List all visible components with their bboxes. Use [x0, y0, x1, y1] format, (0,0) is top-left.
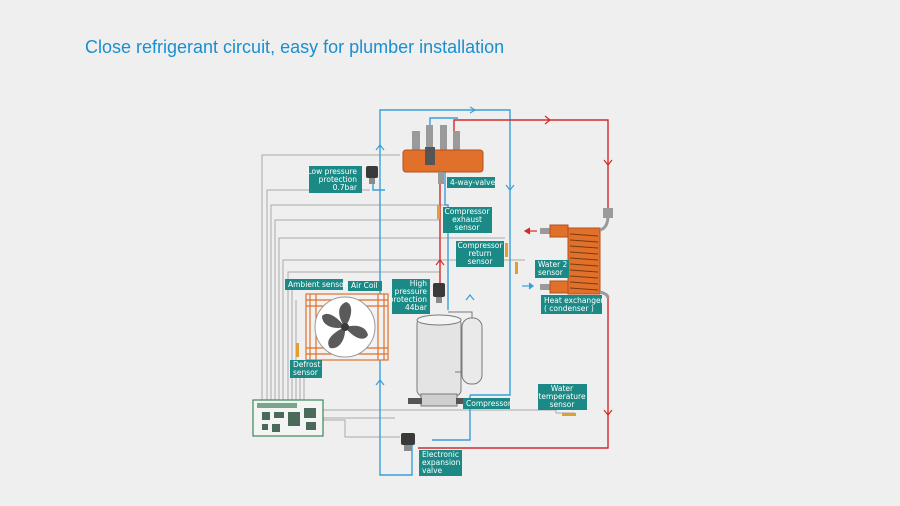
- label-line: temperature: [538, 392, 586, 401]
- label-line: sensor: [550, 400, 576, 409]
- label-line: sensor: [468, 257, 494, 266]
- label-line: sensor: [293, 368, 319, 377]
- label-line: sensor: [455, 223, 481, 232]
- label-line: Compressor: [445, 207, 491, 216]
- page-title: Close refrigerant circuit, easy for plum…: [85, 37, 505, 57]
- label-line: Compressor: [466, 399, 512, 408]
- label-low-pressure: Low pressure protection 0.7bar: [307, 166, 362, 193]
- label-line: 4-way-valve: [450, 178, 496, 187]
- electronic-expansion-valve: [401, 433, 415, 451]
- label-line: expansion: [422, 458, 461, 467]
- label-line: Water 2: [538, 260, 568, 269]
- air-coil: [305, 293, 389, 361]
- label-line: Defrost: [293, 360, 320, 369]
- label-line: protection: [389, 295, 428, 304]
- hot-flow-arrows: [435, 115, 613, 416]
- low-pressure-switch: [366, 166, 378, 184]
- label-line: protection: [319, 175, 358, 184]
- label-line: valve: [422, 466, 443, 475]
- label-line: 44bar: [405, 303, 428, 312]
- label-defrost-sensor: Defrost sensor: [290, 360, 322, 378]
- label-compressor: Compressor: [463, 398, 512, 409]
- label-line: Ambient sensor: [288, 280, 348, 289]
- high-pressure-switch: [433, 283, 445, 303]
- label-four-way-valve: 4-way-valve: [447, 177, 496, 188]
- label-line: return: [469, 249, 492, 258]
- label-air-coil: Air Coil: [348, 281, 382, 291]
- label-line: Compressor: [458, 241, 504, 250]
- label-line: ( condenser ): [544, 304, 594, 313]
- heat-exchanger: [540, 208, 613, 299]
- label-line: Low pressure: [307, 167, 357, 176]
- control-board: [252, 399, 324, 437]
- label-line: 0.7bar: [333, 183, 358, 192]
- compressor: [408, 311, 483, 407]
- label-high-pressure: High pressure protection 44bar: [389, 279, 430, 314]
- label-line: Air Coil: [351, 281, 378, 290]
- label-compressor-exhaust-sensor: Compressor exhaust sensor: [443, 207, 492, 233]
- label-water-temperature-sensor: Water temperature sensor: [538, 384, 587, 410]
- label-electronic-expansion-valve: Electronic expansion valve: [419, 450, 462, 476]
- label-line: exhaust: [452, 215, 482, 224]
- four-way-valve: [402, 125, 484, 184]
- label-line: Water: [551, 384, 574, 393]
- label-water2-sensor: Water 2 sensor: [535, 260, 569, 278]
- label-line: pressure: [395, 287, 428, 296]
- label-line: High: [410, 279, 427, 288]
- cold-refrigerant-lines: [372, 109, 511, 476]
- label-compressor-return-sensor: Compressor return sensor: [456, 241, 504, 267]
- label-ambient-sensor: Ambient sensor: [285, 279, 348, 290]
- label-line: sensor: [538, 268, 564, 277]
- hot-refrigerant-lines: [418, 119, 609, 449]
- fan-icon: [322, 302, 368, 349]
- label-line: Electronic: [422, 450, 459, 459]
- label-heat-exchanger: Heat exchanger ( condenser ): [541, 295, 605, 314]
- label-line: Heat exchanger: [544, 296, 605, 305]
